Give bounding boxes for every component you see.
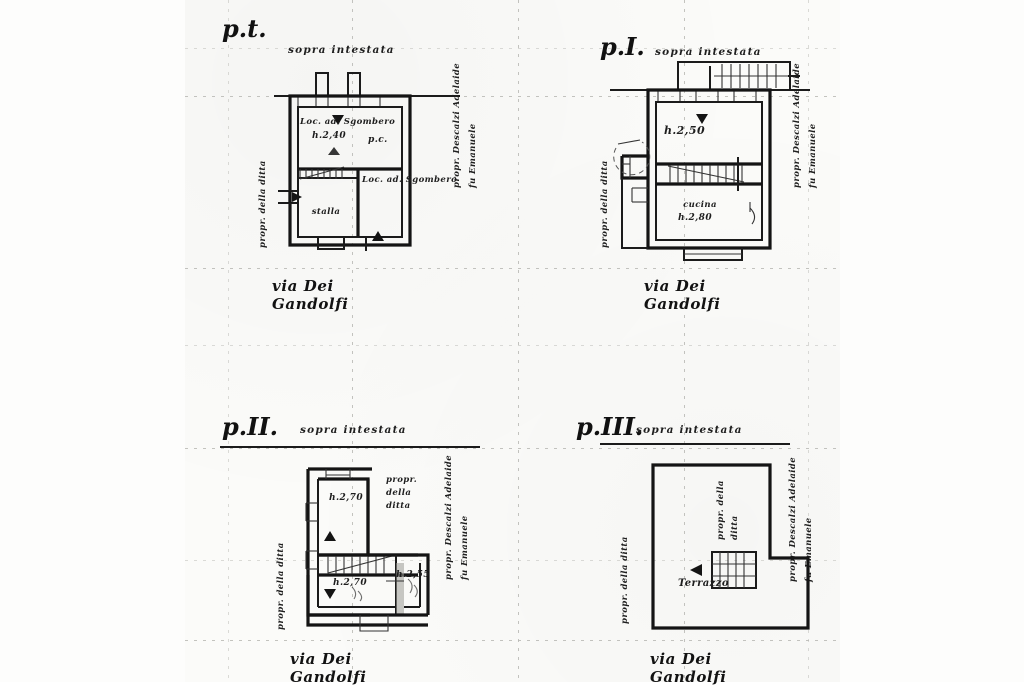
plan-geometry-p3: [600, 443, 810, 630]
grid-line-vertical: [228, 0, 229, 682]
room-label-pt-2: stalla: [311, 207, 341, 217]
grid-line-vertical: [684, 0, 685, 682]
paper-background: [185, 0, 840, 682]
plan-title-p3: p.III.: [576, 412, 644, 441]
room-label-p1-2: cucina: [683, 200, 717, 210]
property-label-inner-p2-line3: ditta: [386, 500, 411, 511]
grid-line-horizontal: [185, 560, 840, 561]
plan-title-p1: p.I.: [600, 32, 645, 61]
room-label-p3-terrazzo: Terrazzo: [678, 578, 729, 589]
grid-line-vertical: [808, 0, 809, 682]
room-extra-pt-1: p.c.: [368, 135, 388, 145]
street-label-p1: via Dei Gandolfi: [644, 277, 721, 313]
grid-line-horizontal: [185, 448, 840, 449]
grid-line-horizontal: [185, 268, 840, 269]
street-label-p3: via Dei Gandolfi: [650, 650, 727, 686]
property-label-left-p2: propr. della ditta: [276, 542, 286, 630]
grid-line-vertical: [518, 0, 519, 682]
room-label-pt-3: Loc. ad. Sgombero: [362, 175, 458, 185]
plan-title-p2: p.II.: [222, 412, 278, 441]
plan-header-note-p2: sopra intestata: [300, 424, 407, 436]
street-label-pt: via Dei Gandolfi: [272, 277, 349, 313]
street-label-p2: via Dei Gandolfi: [290, 650, 367, 686]
grid-line-horizontal: [185, 640, 840, 641]
grid-line-horizontal: [185, 96, 840, 97]
room-height-p1-1: h.2,50: [664, 124, 706, 137]
plan-header-note-p3: sopra intestata: [636, 424, 743, 436]
plan-header-note-p1: sopra intestata: [655, 46, 762, 58]
grid-line-horizontal: [185, 345, 840, 346]
room-label-pt-1: Loc. ad. Sgombero: [300, 117, 396, 127]
room-height-pt-1: h.2,40: [312, 131, 346, 141]
room-height-p2-2: h.2,70: [333, 578, 367, 588]
property-label-inner-p2-line1: propr.: [386, 475, 418, 485]
plan-title-pt: p.t.: [222, 14, 267, 43]
room-height-p2-3: h.2,55: [396, 570, 430, 580]
grid-line-vertical: [352, 0, 353, 682]
property-label-inner-p2-line2: della: [386, 487, 412, 498]
property-label-inner-p2: propr. della ditta: [386, 474, 417, 512]
room-height-p2-1: h.2,70: [329, 493, 363, 503]
plan-geometry-pt: [274, 72, 460, 255]
room-height-p1-2: h.2,80: [678, 213, 712, 223]
grid-line-horizontal: [185, 48, 840, 49]
plan-geometry-p1: [610, 61, 810, 261]
property-label-left-pt: propr. della ditta: [258, 160, 268, 248]
plan-geometry-p2: [220, 446, 480, 632]
plan-header-note-pt: sopra intestata: [288, 44, 395, 56]
